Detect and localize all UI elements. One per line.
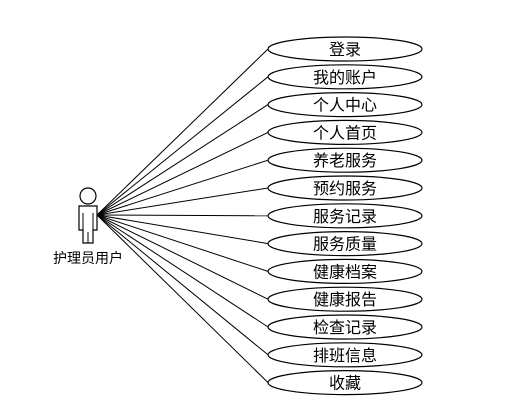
use-case-ellipse	[267, 36, 423, 62]
use-case-label: 登录	[329, 40, 361, 59]
association-line	[96, 214, 269, 383]
use-case-ellipse	[267, 342, 423, 368]
association-line	[96, 131, 269, 216]
use-case-label: 排班信息	[313, 346, 377, 365]
association-line	[96, 214, 269, 272]
use-case: 健康档案	[267, 258, 423, 284]
use-case-label: 个人首页	[313, 123, 377, 142]
use-case-label: 健康档案	[313, 262, 377, 281]
use-case: 预约服务	[267, 175, 423, 201]
use-case: 养老服务	[267, 147, 423, 173]
association-line	[96, 159, 269, 216]
use-case-ellipse	[267, 64, 423, 90]
association-line	[96, 214, 269, 300]
association-line	[96, 214, 269, 217]
use-case: 排班信息	[267, 342, 423, 368]
use-case-ellipse	[267, 203, 423, 229]
use-case-ellipse	[267, 286, 423, 312]
use-case-ellipse	[267, 147, 423, 173]
association-line	[96, 187, 269, 216]
association-lines	[96, 48, 269, 383]
use-case: 检查记录	[267, 314, 423, 340]
use-case: 个人首页	[267, 119, 423, 145]
use-case: 服务质量	[267, 231, 423, 257]
association-line	[96, 214, 269, 356]
use-case: 服务记录	[267, 203, 423, 229]
use-case-label: 服务质量	[313, 235, 377, 254]
use-case-ellipse	[267, 314, 423, 340]
use-case-label: 健康报告	[313, 290, 377, 309]
use-case-ellipse	[267, 119, 423, 145]
use-case-ellipse	[267, 91, 423, 118]
use-case-ellipse	[267, 258, 423, 284]
use-case-ellipse	[267, 370, 423, 396]
use-case-label: 检查记录	[313, 318, 377, 337]
use-case: 我的账户	[267, 64, 423, 90]
actor-label: 护理员用户	[53, 250, 123, 267]
use-case-label: 服务记录	[313, 207, 377, 226]
use-case: 收藏	[267, 370, 423, 396]
association-line	[96, 48, 269, 216]
actor-figure: 护理员用户	[53, 187, 123, 267]
use-case: 登录	[267, 36, 423, 62]
association-line	[96, 76, 269, 216]
use-case-label: 养老服务	[313, 151, 377, 170]
use-case-label: 个人中心	[313, 96, 377, 115]
use-case: 健康报告	[267, 286, 423, 312]
association-line	[96, 214, 269, 328]
use-case-ellipse	[267, 231, 423, 257]
use-cases: 登录我的账户个人中心个人首页养老服务预约服务服务记录服务质量健康档案健康报告检查…	[267, 36, 423, 396]
use-case-label: 收藏	[329, 374, 361, 393]
actor-head	[79, 187, 97, 205]
association-line	[96, 214, 269, 245]
use-case: 个人中心	[267, 91, 423, 118]
use-case-ellipse	[267, 175, 423, 201]
association-line	[96, 104, 269, 216]
use-case-label: 预约服务	[313, 179, 377, 198]
use-case-label: 我的账户	[313, 68, 377, 87]
